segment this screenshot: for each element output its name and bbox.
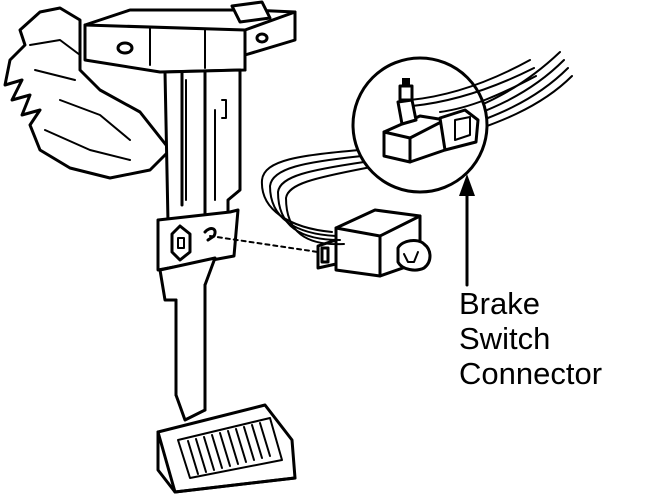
pedal-arm-plate — [156, 208, 240, 272]
brake-switch-connector — [382, 78, 480, 164]
callout-line-1: Brake — [459, 286, 540, 321]
pedal-mount-bracket — [83, 0, 297, 74]
switch-alignment-line — [209, 235, 319, 253]
callout-line-2: Switch — [459, 321, 551, 356]
pedal-pad — [156, 403, 297, 494]
pedal-arm-upper — [163, 68, 242, 224]
callout-line-3: Connector — [459, 356, 603, 391]
callout-arrow — [459, 174, 475, 287]
firewall-bracket — [3, 6, 172, 180]
brake-switch — [316, 208, 432, 278]
connector-detail-circle — [351, 56, 537, 194]
pedal-arm-lower — [158, 256, 217, 422]
pedal-pad-ribs — [187, 422, 271, 475]
